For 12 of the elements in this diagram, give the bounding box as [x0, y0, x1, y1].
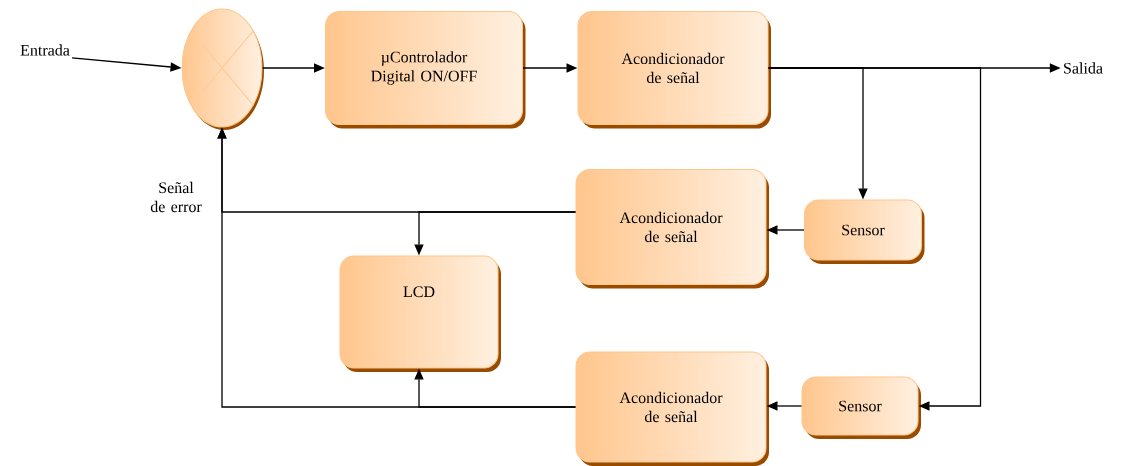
block-box: Acondicionador de señal	[577, 11, 771, 129]
display-box: LCD	[339, 255, 501, 372]
block-box: µControlador Digital ON/OFF	[325, 11, 526, 129]
summing-junction	[181, 8, 264, 130]
terminal-label: Salida	[1064, 62, 1103, 74]
annotation-label: Señal de error	[150, 181, 202, 213]
block-box: Acondicionador de señal	[575, 169, 769, 289]
block-box: Acondicionador de señal	[575, 351, 769, 466]
arrow	[767, 67, 982, 411]
block-box: Sensor	[804, 199, 925, 264]
terminal-label: Entrada	[20, 44, 70, 56]
block-box: Sensor	[801, 376, 921, 439]
